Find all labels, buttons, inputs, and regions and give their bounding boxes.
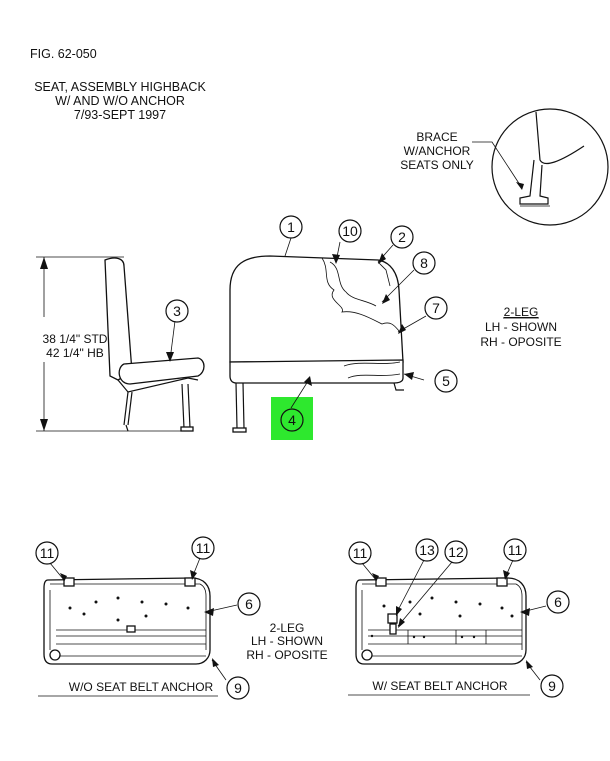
callout-4: 4 <box>280 408 304 432</box>
caption-left: W/O SEAT BELT ANCHOR <box>69 680 214 694</box>
svg-text:13: 13 <box>419 542 435 558</box>
dimension-std: 38 1/4" STD <box>43 332 108 346</box>
svg-text:9: 9 <box>234 680 242 696</box>
svg-text:3: 3 <box>173 303 181 319</box>
svg-text:8: 8 <box>420 255 428 271</box>
callout-br-13: 13 <box>415 538 439 562</box>
callout-br-12: 12 <box>444 540 468 564</box>
leg-note-top-line-3: RH - OPOSITE <box>480 335 561 349</box>
svg-text:6: 6 <box>554 594 562 610</box>
leg-note-top-line-1: 2-LEG <box>504 305 539 319</box>
underside-with-anchor <box>355 577 527 665</box>
highlight-box <box>271 397 313 440</box>
svg-text:7: 7 <box>432 300 440 316</box>
svg-text:11: 11 <box>40 545 55 561</box>
title-line-3: 7/93-SEPT 1997 <box>74 108 166 122</box>
svg-text:5: 5 <box>442 373 450 389</box>
callout-bl-11a: 11 <box>35 541 59 565</box>
callout-10: 10 <box>338 219 362 243</box>
brace-note-line-1: BRACE <box>416 130 457 144</box>
callout-5: 5 <box>434 369 458 393</box>
svg-text:2: 2 <box>398 229 406 245</box>
brace-note-line-3: SEATS ONLY <box>400 158 474 172</box>
svg-text:6: 6 <box>245 596 253 612</box>
dimension-hb: 42 1/4" HB <box>46 346 104 360</box>
side-view-seat <box>36 256 205 432</box>
title-line-2: W/ AND W/O ANCHOR <box>55 94 185 108</box>
callout-8: 8 <box>412 251 436 275</box>
callout-br-9: 9 <box>540 674 564 698</box>
callout-1: 1 <box>279 215 303 239</box>
svg-text:10: 10 <box>342 223 358 239</box>
title-line-1: SEAT, ASSEMBLY HIGHBACK <box>34 80 206 94</box>
callout-bl-11b: 11 <box>191 536 215 560</box>
brace-detail <box>472 108 609 226</box>
svg-text:11: 11 <box>353 545 368 561</box>
underside-without-anchor <box>43 577 211 665</box>
leg-note-top-line-2: LH - SHOWN <box>485 320 557 334</box>
leg-note-bottom-line-2: LH - SHOWN <box>251 634 323 648</box>
svg-text:11: 11 <box>508 542 523 558</box>
leg-note-bottom-line-3: RH - OPOSITE <box>246 648 327 662</box>
callout-3: 3 <box>165 299 189 323</box>
svg-text:4: 4 <box>288 412 296 428</box>
svg-text:12: 12 <box>448 544 464 560</box>
callout-br-11b: 11 <box>503 538 527 562</box>
callout-bl-9: 9 <box>226 676 250 700</box>
callout-7: 7 <box>424 296 448 320</box>
caption-right: W/ SEAT BELT ANCHOR <box>372 679 507 693</box>
leg-note-bottom-line-1: 2-LEG <box>270 621 305 635</box>
svg-text:11: 11 <box>196 540 211 556</box>
callout-bl-6: 6 <box>237 592 261 616</box>
svg-text:1: 1 <box>287 219 295 235</box>
callout-br-6: 6 <box>546 590 570 614</box>
brace-note-line-2: W/ANCHOR <box>404 144 471 158</box>
callout-2: 2 <box>390 225 414 249</box>
svg-text:9: 9 <box>548 678 556 694</box>
figure-number: FIG. 62-050 <box>30 47 97 61</box>
callout-br-11a: 11 <box>348 541 372 565</box>
front-view-seat <box>229 255 404 433</box>
